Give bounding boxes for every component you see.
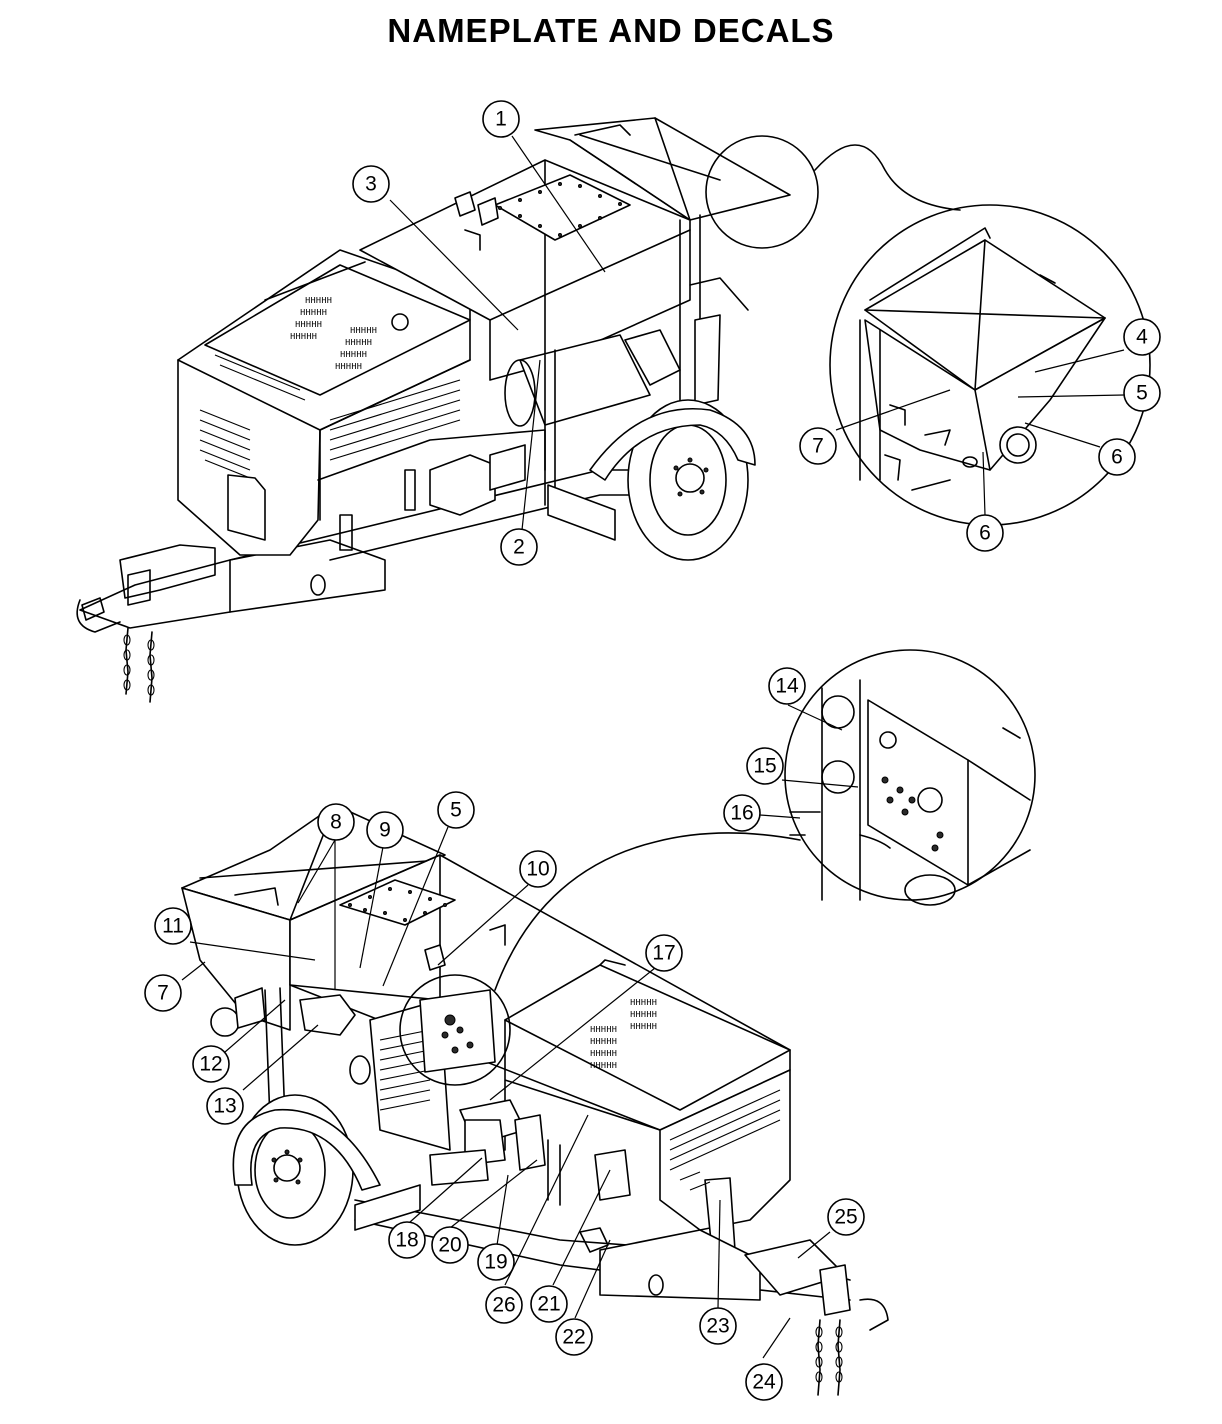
page-title: NAMEPLATE AND DECALS [387, 12, 835, 49]
callout-16: 16 [723, 794, 761, 832]
callout-13: 13 [206, 1087, 244, 1125]
svg-text:1: 1 [495, 108, 507, 131]
callout-24: 24 [745, 1363, 783, 1401]
svg-text:3: 3 [365, 173, 377, 196]
svg-text:HHHHH: HHHHH [340, 350, 367, 360]
top-machine-drawing: HHHHH HHHHH HHHHH HHHHH HHHHH HHHHH HHHHH HHHH… [76, 117, 791, 703]
callout-23: 23 [699, 1307, 737, 1345]
svg-text:6: 6 [1111, 446, 1123, 469]
svg-text:19: 19 [484, 1251, 507, 1274]
callout-26: 26 [485, 1286, 523, 1324]
svg-text:HHHHH: HHHHH [305, 296, 332, 306]
callout-4: 4 [1123, 318, 1161, 356]
svg-text:7: 7 [812, 435, 824, 458]
callout-5-top: 5 [1123, 374, 1161, 412]
svg-text:HHHHH: HHHHH [350, 326, 377, 336]
svg-text:26: 26 [492, 1294, 515, 1317]
svg-text:11: 11 [162, 915, 184, 938]
svg-text:HHHHH: HHHHH [300, 308, 327, 318]
callout-7-bottom: 7 [144, 974, 182, 1012]
svg-text:8: 8 [330, 811, 342, 834]
svg-text:HHHHH: HHHHH [345, 338, 372, 348]
svg-text:15: 15 [753, 755, 776, 778]
callout-3: 3 [352, 165, 390, 203]
callout-11: 11 [154, 907, 192, 945]
svg-text:21: 21 [537, 1293, 560, 1316]
svg-text:HHHHH: HHHHH [590, 1037, 617, 1047]
svg-text:7: 7 [157, 982, 169, 1005]
svg-text:HHHHH: HHHHH [590, 1049, 617, 1059]
svg-text:HHHHH: HHHHH [590, 1025, 617, 1035]
svg-text:13: 13 [213, 1095, 236, 1118]
svg-text:HHHHH: HHHHH [290, 332, 317, 342]
svg-text:5: 5 [1136, 382, 1148, 405]
svg-text:12: 12 [199, 1053, 222, 1076]
callout-6-bottom: 6 [966, 514, 1004, 552]
svg-text:24: 24 [752, 1371, 776, 1394]
svg-text:25: 25 [834, 1206, 857, 1229]
callout-5-bottom: 5 [437, 791, 475, 829]
svg-text:HHHHH: HHHHH [630, 1022, 657, 1032]
callout-17: 17 [645, 934, 683, 972]
svg-text:HHHHH: HHHHH [630, 998, 657, 1008]
callout-19: 19 [477, 1243, 515, 1281]
callout-10: 10 [519, 850, 557, 888]
svg-text:17: 17 [652, 942, 675, 965]
callout-18: 18 [388, 1221, 426, 1259]
callout-20: 20 [431, 1226, 469, 1264]
svg-text:20: 20 [438, 1234, 461, 1257]
callout-25: 25 [827, 1198, 865, 1236]
svg-text:9: 9 [379, 819, 391, 842]
svg-text:HHHHH: HHHHH [335, 362, 362, 372]
callout-1: 1 [482, 100, 520, 138]
svg-text:HHHHH: HHHHH [295, 320, 322, 330]
svg-text:16: 16 [730, 802, 753, 825]
svg-text:10: 10 [526, 858, 549, 881]
callout-15: 15 [746, 747, 784, 785]
callout-leaders [181, 135, 1125, 1359]
callout-21: 21 [530, 1285, 568, 1323]
hopper-detail-inset [705, 135, 1151, 526]
callout-14: 14 [768, 667, 806, 705]
svg-text:6: 6 [979, 522, 991, 545]
svg-text:2: 2 [513, 536, 525, 559]
callout-9: 9 [366, 811, 404, 849]
svg-text:HHHHH: HHHHH [630, 1010, 657, 1020]
callout-7-top: 7 [799, 427, 837, 465]
svg-text:18: 18 [395, 1229, 418, 1252]
svg-text:4: 4 [1136, 326, 1148, 349]
callout-22: 22 [555, 1318, 593, 1356]
svg-text:23: 23 [706, 1315, 729, 1338]
callout-8: 8 [317, 803, 355, 841]
svg-text:22: 22 [562, 1326, 585, 1349]
control-panel-detail-inset [399, 649, 1036, 1086]
svg-text:14: 14 [775, 675, 799, 698]
callout-12: 12 [192, 1045, 230, 1083]
callout-2: 2 [500, 528, 538, 566]
svg-text:5: 5 [450, 799, 462, 822]
callout-6-right: 6 [1098, 438, 1136, 476]
svg-text:HHHHH: HHHHH [590, 1061, 617, 1071]
